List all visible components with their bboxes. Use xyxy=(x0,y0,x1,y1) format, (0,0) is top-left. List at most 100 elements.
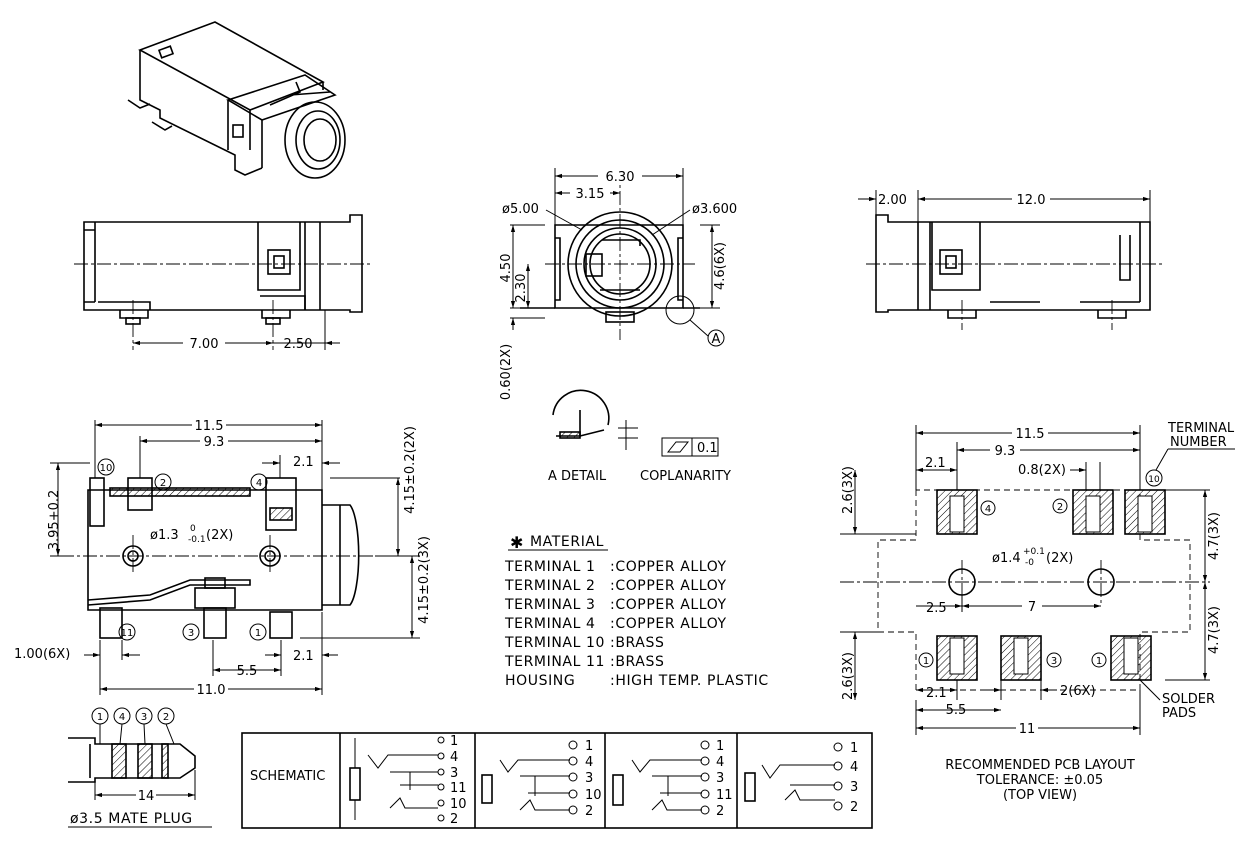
mate-plug: 1 4 3 2 14 ø3.5 MATE PLUG xyxy=(68,707,212,828)
material-row-name: HOUSING xyxy=(505,673,575,689)
material-row-value: :COPPER ALLOY xyxy=(610,616,727,632)
plug-ring-4: 4 xyxy=(119,712,125,723)
dim-2-1b: 2.1 xyxy=(293,649,314,664)
dim-4-15-2x: 4.15±0.2(2X) xyxy=(403,426,418,514)
schematic-p2-pin: 1 xyxy=(585,739,593,754)
detail-caption: A DETAIL xyxy=(548,469,607,484)
pin-2: 2 xyxy=(160,478,166,489)
schematic-p3-pin: 2 xyxy=(716,804,724,819)
pcb-dim-4-7a: 4.7(3X) xyxy=(1207,512,1222,560)
front-view: A 6.30 3.15 ø5.00 ø3.600 4.50 2.30 4.6(6… xyxy=(499,168,737,400)
dim-2-30: 2.30 xyxy=(514,274,529,303)
pcb-caption-1: RECOMMENDED PCB LAYOUT xyxy=(945,758,1135,773)
terminal-label-1: TERMINAL xyxy=(1167,421,1235,436)
dim-3-95: 3.95+0.2 xyxy=(47,490,62,551)
dim-4-6: 4.6(6X) xyxy=(713,242,728,290)
dim-dia-5-00: ø5.00 xyxy=(502,202,539,217)
dim-dia-3-600: ø3.600 xyxy=(692,202,737,217)
dim-6-30: 6.30 xyxy=(606,170,635,185)
material-marker: ✱ xyxy=(510,533,523,552)
schematic-p1-pin: 3 xyxy=(450,766,458,781)
detail-a: A DETAIL 0.1 COPLANARITY xyxy=(548,389,731,484)
pcb-hole-tol-dn: -0 xyxy=(1025,558,1034,568)
pcb-dim-4-7b: 4.7(3X) xyxy=(1207,606,1222,654)
pcb-dim-0-8: 0.8(2X) xyxy=(1018,463,1066,478)
dim-11-5: 11.5 xyxy=(195,419,224,434)
schematic-p2-pin: 4 xyxy=(585,755,593,770)
schematic-p3-pin: 1 xyxy=(716,739,724,754)
pcb-dim-9-3: 9.3 xyxy=(995,444,1016,459)
plug-ring-3: 3 xyxy=(141,712,147,723)
plug-label: ø3.5 MATE PLUG xyxy=(70,811,193,827)
material-row-name: TERMINAL 3 xyxy=(504,597,596,613)
terminal-label-2: NUMBER xyxy=(1170,435,1227,450)
schematic-p4-pin: 2 xyxy=(850,800,858,815)
schematic-table: SCHEMATIC 1 4 3 11 10 2 1 4 3 10 2 1 xyxy=(241,732,873,829)
pcb-pin-10: 10 xyxy=(1148,475,1160,485)
pcb-pin-4: 4 xyxy=(985,504,991,515)
pin-10: 10 xyxy=(100,463,113,474)
pcb-dim-11-5: 11.5 xyxy=(1016,427,1045,442)
dim-4-15-3x: 4.15±0.2(3X) xyxy=(417,536,432,624)
pcb-dim-2-5: 2.5 xyxy=(926,601,947,616)
schematic-p2-pin: 2 xyxy=(585,804,593,819)
pcb-dim-2-1b: 2.1 xyxy=(926,686,947,701)
plug-dim-14: 14 xyxy=(138,789,155,804)
material-row-value: :COPPER ALLOY xyxy=(610,578,727,594)
schematic-p3-pin: 3 xyxy=(716,771,724,786)
material-row-name: TERMINAL 1 xyxy=(504,559,596,575)
pcb-pin-1b: 1 xyxy=(1096,656,1102,667)
pcb-dim-2-1: 2.1 xyxy=(925,456,946,471)
pcb-dim-11: 11 xyxy=(1019,722,1036,737)
pin-11: 11 xyxy=(121,628,134,639)
pcb-pin-3: 3 xyxy=(1051,656,1057,667)
hole-dia: ø1.3 xyxy=(150,528,179,543)
pcb-dim-2-6a: 2.6(3X) xyxy=(841,466,856,514)
dim-2-50: 2.50 xyxy=(284,337,313,352)
coplanarity-value: 0.1 xyxy=(697,441,718,456)
schematic-p2-pin: 10 xyxy=(585,788,602,803)
schematic-p1-pin: 10 xyxy=(450,797,467,812)
material-row-name: TERMINAL 4 xyxy=(504,616,596,632)
dim-9-3: 9.3 xyxy=(204,435,225,450)
schematic-p3-pin: 4 xyxy=(716,755,724,770)
schematic-p1-pin: 2 xyxy=(450,812,458,827)
material-row-name: TERMINAL 11 xyxy=(504,654,605,670)
schematic-p2-pin: 3 xyxy=(585,771,593,786)
pcb-caption-2: TOLERANCE: ±0.05 xyxy=(976,773,1103,788)
dim-12-0: 12.0 xyxy=(1017,193,1046,208)
dim-2-00: 2.00 xyxy=(878,193,907,208)
hole-tol-dn: -0.1 xyxy=(188,535,206,545)
schematic-p4-pin: 3 xyxy=(850,780,858,795)
pcb-hole-dia: ø1.4 xyxy=(992,551,1021,566)
material-row-value: :BRASS xyxy=(610,635,664,651)
material-table: ✱ MATERIAL TERMINAL 1 :COPPER ALLOY TERM… xyxy=(504,533,768,689)
pin-3: 3 xyxy=(188,628,194,639)
bottom-view: 10 2 4 11 3 1 11.5 9.3 2.1 3.95+0.2 4.15… xyxy=(14,417,432,698)
hole-count: (2X) xyxy=(206,528,233,543)
material-row-value: :COPPER ALLOY xyxy=(610,597,727,613)
material-row-name: TERMINAL 2 xyxy=(504,578,596,594)
dim-3-15: 3.15 xyxy=(576,187,605,202)
hole-tol-up: 0 xyxy=(190,524,196,534)
schematic-label: SCHEMATIC xyxy=(250,769,325,784)
pcb-pin-2: 2 xyxy=(1057,502,1063,513)
solder-label-1: SOLDER xyxy=(1162,692,1215,707)
pin-1: 1 xyxy=(255,628,261,639)
schematic-p1-pin: 11 xyxy=(450,781,467,796)
pcb-layout: 4 2 10 1 3 1 TERMINAL NUMBER 11.5 9.3 2.… xyxy=(840,421,1235,803)
material-rows: TERMINAL 1 :COPPER ALLOY TERMINAL 2 :COP… xyxy=(504,559,768,689)
pcb-hole-count: (2X) xyxy=(1046,551,1073,566)
schematic-p4-pin: 4 xyxy=(850,760,858,775)
dim-11-0: 11.0 xyxy=(197,683,226,698)
pcb-dim-2: 2(6X) xyxy=(1060,684,1096,699)
plug-ring-2: 2 xyxy=(163,712,169,723)
schematic-p1-pin: 4 xyxy=(450,750,458,765)
pcb-dim-5-5: 5.5 xyxy=(946,703,967,718)
dim-2-1: 2.1 xyxy=(293,455,314,470)
side-view: 2.00 12.0 xyxy=(858,190,1162,330)
pcb-dim-7: 7 xyxy=(1028,600,1036,615)
top-view: 7.00 2.50 xyxy=(74,214,372,352)
dim-5-5: 5.5 xyxy=(237,664,258,679)
